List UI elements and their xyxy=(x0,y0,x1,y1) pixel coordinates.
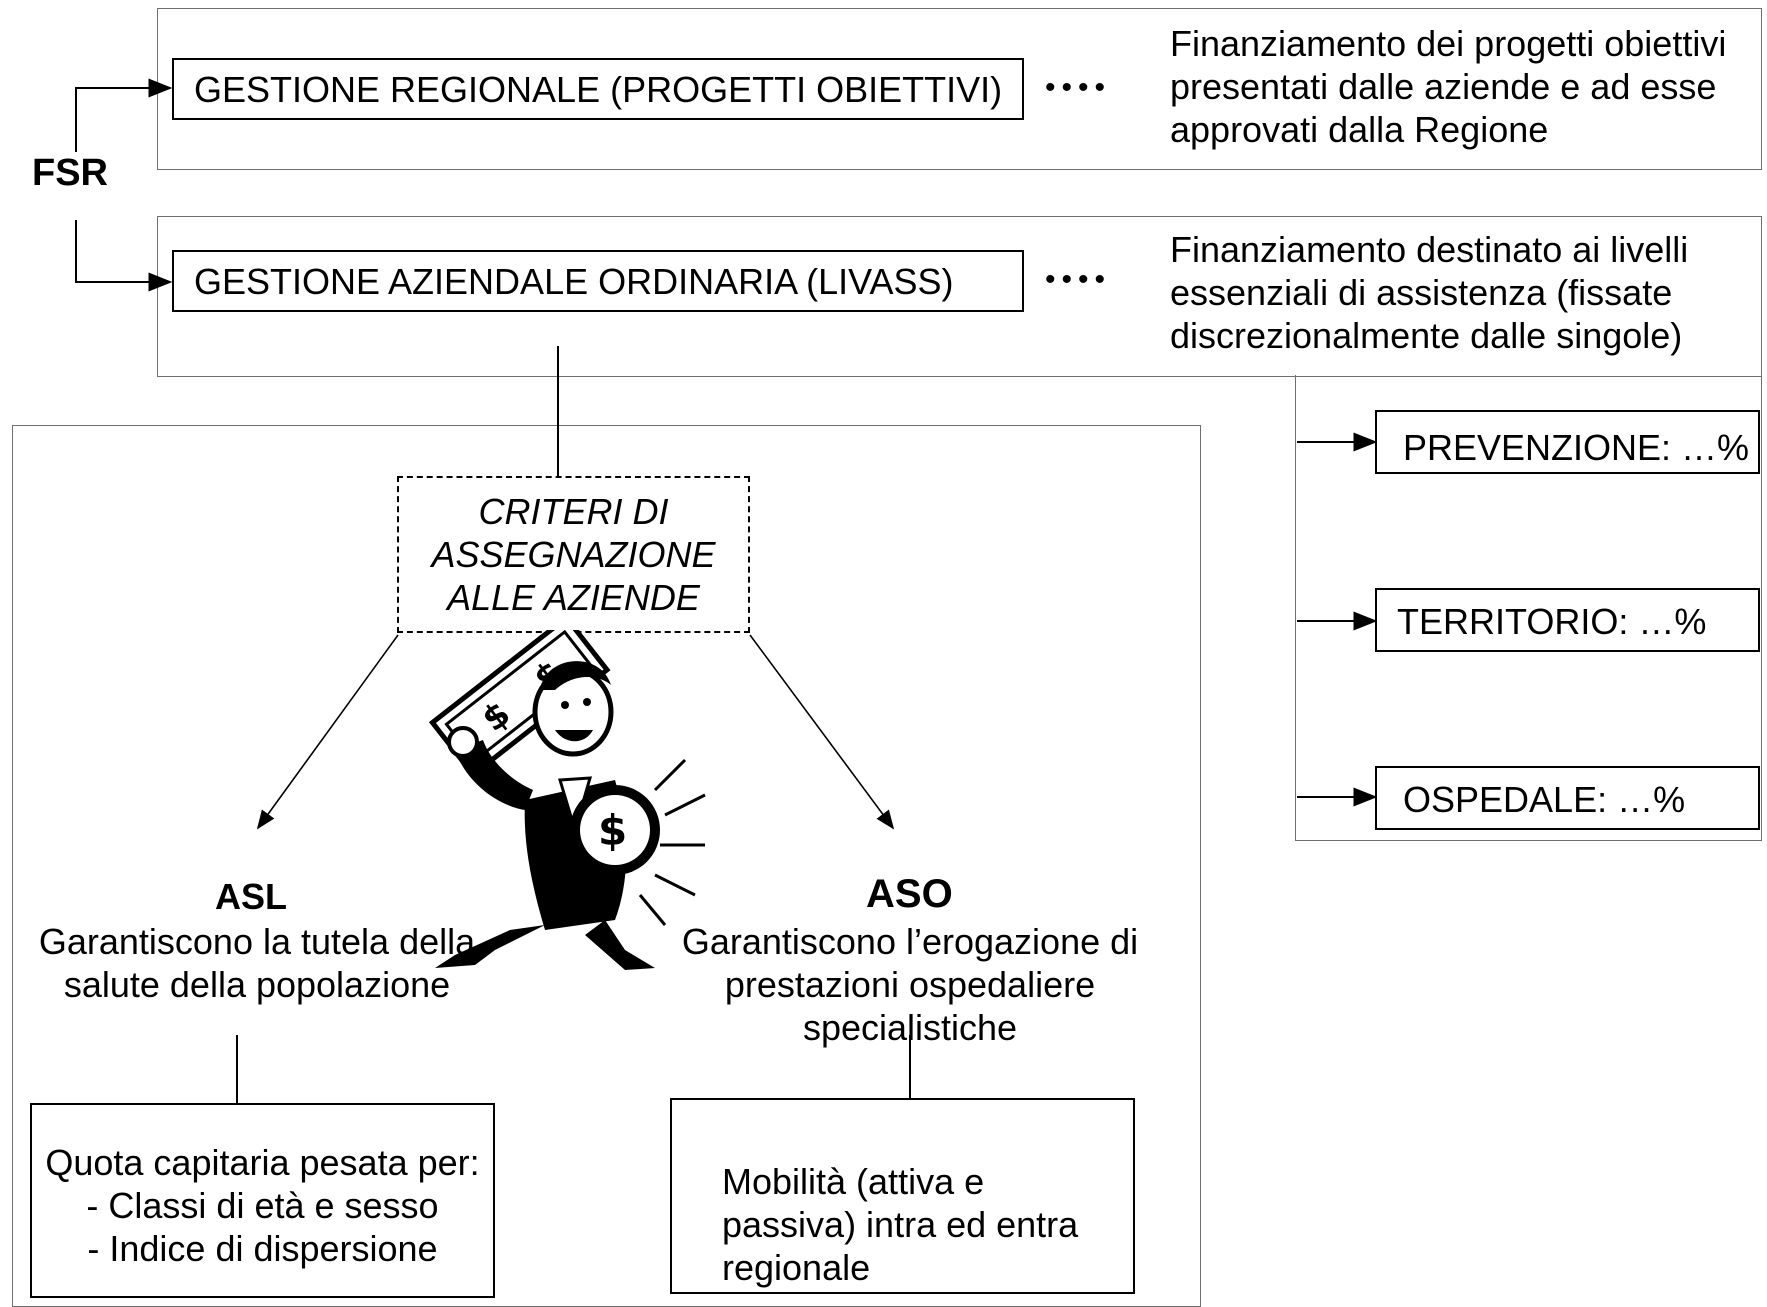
asl-quota-box: Quota capitaria pesata per: - Classi di … xyxy=(30,1103,495,1298)
regional-description: Finanziamento dei progetti obiettivi pre… xyxy=(1170,22,1726,151)
regional-description-line: presentati dalle aziende e ad esse xyxy=(1170,66,1717,107)
ordinary-management-box: GESTIONE AZIENDALE ORDINARIA (LIVASS) xyxy=(172,250,1024,312)
ordinary-description-line: essenziali di assistenza (fissate xyxy=(1170,272,1673,313)
dollar-symbol: $ xyxy=(598,806,627,855)
level-label: PREVENZIONE: …% xyxy=(1403,427,1750,468)
level-box-territorio: TERRITORIO: …% xyxy=(1375,588,1760,652)
ordinary-frame xyxy=(157,216,1762,377)
criteria-line: ALLE AZIENDE xyxy=(447,577,700,618)
levels-frame xyxy=(1295,375,1762,841)
regional-description-line: approvati dalla Regione xyxy=(1170,109,1549,150)
regional-ellipsis: •••• xyxy=(1045,71,1112,104)
criteria-line: ASSEGNAZIONE xyxy=(431,534,716,575)
aso-description-line: prestazioni ospedaliere xyxy=(724,964,1096,1005)
aso-mobility-line: Mobilità (attiva e xyxy=(722,1161,985,1202)
ordinary-management-label: GESTIONE AZIENDALE ORDINARIA (LIVASS) xyxy=(194,261,954,302)
aso-mobility-line: passiva) intra ed entra xyxy=(722,1204,1079,1245)
asl-description: Garantiscono la tutela della salute dell… xyxy=(22,920,492,1006)
criteria-line: CRITERI DI xyxy=(478,491,669,532)
level-label: OSPEDALE: …% xyxy=(1403,779,1686,820)
regional-management-box: GESTIONE REGIONALE (PROGETTI OBIETTIVI) xyxy=(172,58,1024,120)
aso-description: Garantiscono l’erogazione di prestazioni… xyxy=(670,920,1150,1049)
ordinary-description-line: Finanziamento destinato ai livelli xyxy=(1170,229,1689,270)
regional-management-label: GESTIONE REGIONALE (PROGETTI OBIETTIVI) xyxy=(194,69,1003,110)
aso-mobility-box: Mobilità (attiva e passiva) intra ed ent… xyxy=(670,1098,1135,1294)
asl-description-line: Garantiscono la tutela della xyxy=(38,921,476,962)
fsr-label: FSR xyxy=(32,152,108,194)
regional-description-line: Finanziamento dei progetti obiettivi xyxy=(1170,23,1727,64)
asl-description-line: salute della popolazione xyxy=(63,964,451,1005)
fsr-to-regional-arrow xyxy=(75,78,173,152)
level-box-ospedale: OSPEDALE: …% xyxy=(1375,766,1760,830)
ordinary-description: Finanziamento destinato ai livelli essen… xyxy=(1170,228,1688,357)
ordinary-ellipsis: •••• xyxy=(1045,263,1112,296)
criteria-box: CRITERI DI ASSEGNAZIONE ALLE AZIENDE xyxy=(397,476,750,633)
criteria-to-aso-arrow xyxy=(749,634,895,830)
ordinary-description-line: discrezionalmente dalle singole) xyxy=(1170,315,1683,356)
aso-description-line: Garantiscono l’erogazione di xyxy=(681,921,1139,962)
criteria-to-asl-arrow xyxy=(256,634,399,830)
businessman-with-money-icon: $ $ $ xyxy=(428,630,706,970)
fsr-to-ordinary-arrow xyxy=(75,220,173,292)
asl-quota-line: Quota capitaria pesata per: xyxy=(45,1142,480,1183)
level-box-prevenzione: PREVENZIONE: …% xyxy=(1375,410,1760,474)
asl-quota-line: - Indice di dispersione xyxy=(87,1228,438,1269)
aso-description-line: specialistiche xyxy=(802,1007,1018,1048)
level-label: TERRITORIO: …% xyxy=(1397,601,1707,642)
aso-mobility-line: regionale xyxy=(722,1247,871,1288)
aso-title: ASO xyxy=(866,872,953,916)
asl-quota-line: - Classi di età e sesso xyxy=(86,1185,439,1226)
asl-title: ASL xyxy=(215,876,287,917)
